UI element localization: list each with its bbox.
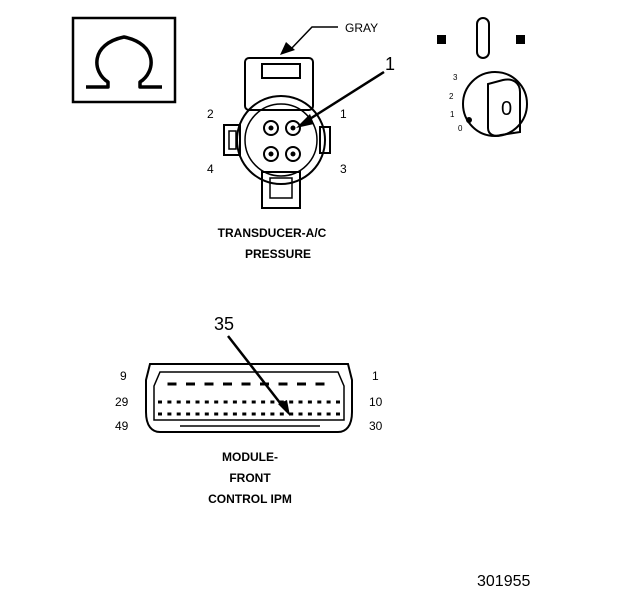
connector-pin bbox=[298, 412, 303, 416]
connector-pin bbox=[261, 400, 266, 404]
connector-pin bbox=[158, 412, 162, 416]
key-position-label: 0 bbox=[501, 98, 512, 120]
transducer-title-line2: PRESSURE bbox=[245, 247, 311, 261]
connector-pin bbox=[214, 400, 219, 404]
key-position-0: 0 bbox=[458, 124, 463, 133]
ohmmeter-omega-icon bbox=[71, 16, 177, 104]
connector-pin bbox=[298, 400, 303, 404]
connector-pin bbox=[336, 400, 340, 404]
connector-pin bbox=[195, 412, 200, 416]
connector-pin bbox=[167, 412, 172, 416]
figure-number: 301955 bbox=[477, 573, 530, 590]
connector-pin bbox=[176, 400, 181, 404]
module-title-line3: CONTROL IPM bbox=[208, 492, 292, 506]
connector-pin bbox=[204, 400, 209, 404]
connector-pin bbox=[186, 412, 191, 416]
transducer-pin-3: 3 bbox=[340, 162, 347, 176]
connector-pin bbox=[241, 382, 251, 386]
module-pin-29: 29 bbox=[115, 395, 129, 409]
connector-pin bbox=[167, 400, 172, 404]
pin-row-top bbox=[167, 382, 325, 386]
module-connector: 35 9 1 29 10 49 30 MODULE- FRONT CONTROL… bbox=[115, 314, 383, 506]
connector-pin bbox=[261, 412, 266, 416]
module-pin-30: 30 bbox=[369, 419, 383, 433]
connector-pin bbox=[242, 412, 247, 416]
transducer-pin-4: 4 bbox=[207, 162, 214, 176]
module-pin-1: 1 bbox=[372, 369, 379, 383]
connector-pin bbox=[317, 412, 322, 416]
connector-pin bbox=[195, 400, 200, 404]
connector-pin bbox=[167, 382, 177, 386]
module-pin-9: 9 bbox=[120, 369, 127, 383]
connector-pin bbox=[223, 400, 228, 404]
connector-pin bbox=[315, 382, 325, 386]
connector-pin bbox=[251, 400, 256, 404]
connector-pin bbox=[223, 382, 232, 386]
connector-pin bbox=[279, 400, 284, 404]
connector-pin bbox=[317, 400, 322, 404]
connector-pin bbox=[297, 382, 306, 386]
transducer-pin-2: 2 bbox=[207, 107, 214, 121]
connector-pin bbox=[326, 400, 331, 404]
module-pin-49: 49 bbox=[115, 419, 129, 433]
transducer-callout: 1 bbox=[385, 54, 395, 74]
pin-row-bottom bbox=[158, 412, 340, 416]
module-callout: 35 bbox=[214, 314, 234, 334]
connector-pin bbox=[289, 412, 294, 416]
key-position-1: 1 bbox=[450, 110, 455, 119]
connector-pin bbox=[307, 412, 312, 416]
connector-pin bbox=[242, 400, 247, 404]
connector-pin bbox=[223, 412, 228, 416]
transducer-pin-1: 1 bbox=[340, 107, 347, 121]
connector-pin bbox=[251, 412, 256, 416]
connector-pin bbox=[204, 382, 214, 386]
module-title-line1: MODULE- bbox=[222, 450, 278, 464]
connector-pin bbox=[186, 400, 191, 404]
module-pin-10: 10 bbox=[369, 395, 383, 409]
connector-pin bbox=[278, 382, 288, 386]
pin-row-middle bbox=[158, 400, 340, 404]
wire-color-label: GRAY bbox=[345, 21, 378, 35]
connector-pin bbox=[204, 412, 209, 416]
connector-pin bbox=[270, 400, 275, 404]
connector-pin bbox=[186, 382, 195, 386]
key-position-2: 2 bbox=[449, 92, 454, 101]
connector-pin bbox=[307, 400, 312, 404]
connector-pin bbox=[214, 412, 219, 416]
connector-pin bbox=[270, 412, 275, 416]
connector-pin bbox=[289, 400, 294, 404]
ignition-switch-icon: 0 3 2 1 0 bbox=[437, 17, 528, 137]
connector-pin bbox=[232, 400, 237, 404]
module-title-line2: FRONT bbox=[229, 471, 271, 485]
transducer-connector: GRAY 1 1 2 3 4 TRANSDUCER-A/C PRESSURE bbox=[207, 21, 395, 261]
connector-pin bbox=[336, 412, 340, 416]
connector-pin bbox=[279, 412, 284, 416]
connector-pin bbox=[326, 412, 331, 416]
connector-pin bbox=[158, 400, 162, 404]
transducer-title-line1: TRANSDUCER-A/C bbox=[218, 226, 327, 240]
connector-pin bbox=[232, 412, 237, 416]
key-position-3: 3 bbox=[453, 73, 458, 82]
connector-pin bbox=[176, 412, 181, 416]
